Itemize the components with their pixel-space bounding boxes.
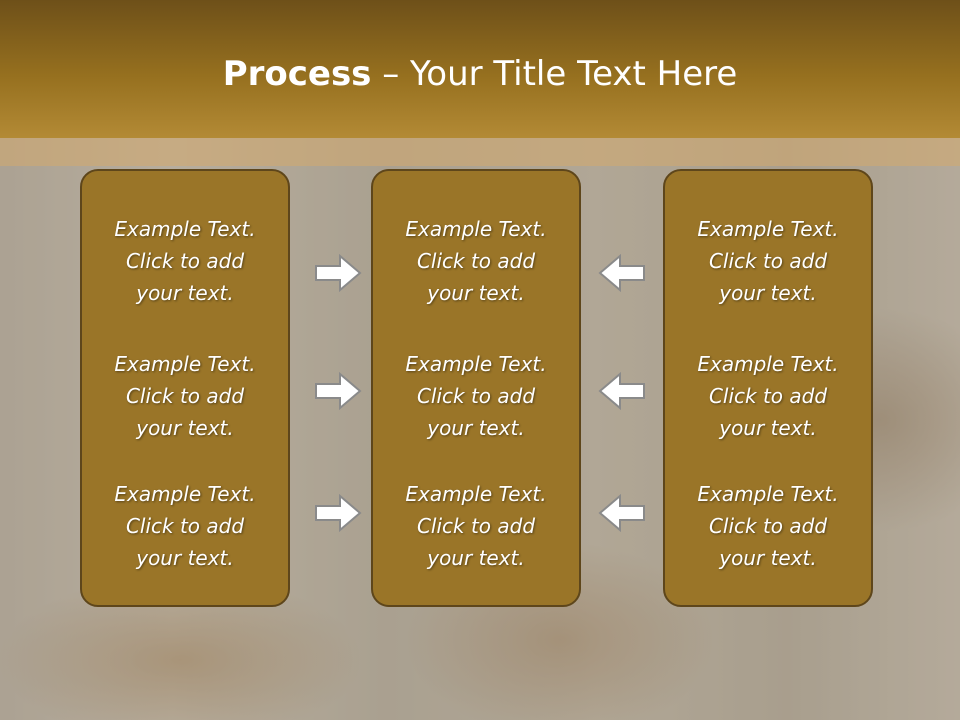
text-line: Click to add — [708, 384, 828, 408]
right-arrow-icon[interactable] — [314, 372, 362, 410]
text-line: your text. — [719, 281, 817, 305]
slide-title[interactable]: Process – Your Title Text Here — [0, 52, 960, 96]
text-line: your text. — [136, 281, 234, 305]
text-line: your text. — [719, 546, 817, 570]
left-arrow-icon[interactable] — [598, 372, 646, 410]
text-line: Example Text. — [114, 352, 256, 376]
title-rest: – Your Title Text Here — [371, 54, 738, 94]
text-block[interactable]: Example Text. Click to add your text. — [373, 348, 579, 444]
text-block[interactable]: Example Text. Click to add your text. — [373, 478, 579, 574]
text-line: Example Text. — [405, 217, 547, 241]
text-block[interactable]: Example Text. Click to add your text. — [665, 478, 871, 574]
left-arrow-icon[interactable] — [598, 254, 646, 292]
process-box-3[interactable]: Example Text. Click to add your text. Ex… — [663, 169, 873, 607]
text-block[interactable]: Example Text. Click to add your text. — [665, 348, 871, 444]
text-block[interactable]: Example Text. Click to add your text. — [82, 213, 288, 309]
text-line: your text. — [136, 546, 234, 570]
text-block[interactable]: Example Text. Click to add your text. — [82, 348, 288, 444]
text-line: Click to add — [416, 514, 536, 538]
left-arrow-icon[interactable] — [598, 494, 646, 532]
text-line: Example Text. — [405, 352, 547, 376]
text-line: Click to add — [125, 249, 245, 273]
text-block[interactable]: Example Text. Click to add your text. — [665, 213, 871, 309]
text-line: your text. — [136, 416, 234, 440]
text-line: Example Text. — [114, 482, 256, 506]
text-line: Click to add — [708, 514, 828, 538]
text-line: Example Text. — [697, 352, 839, 376]
text-line: Example Text. — [405, 482, 547, 506]
text-line: your text. — [719, 416, 817, 440]
right-arrow-icon[interactable] — [314, 494, 362, 532]
text-line: Click to add — [125, 384, 245, 408]
text-block[interactable]: Example Text. Click to add your text. — [373, 213, 579, 309]
process-box-1[interactable]: Example Text. Click to add your text. Ex… — [80, 169, 290, 607]
text-line: your text. — [427, 281, 525, 305]
text-line: Click to add — [708, 249, 828, 273]
text-line: Click to add — [125, 514, 245, 538]
text-line: Click to add — [416, 384, 536, 408]
title-bar-strip — [0, 138, 960, 166]
text-line: your text. — [427, 546, 525, 570]
text-line: your text. — [427, 416, 525, 440]
title-bold: Process — [222, 54, 372, 94]
process-box-2[interactable]: Example Text. Click to add your text. Ex… — [371, 169, 581, 607]
right-arrow-icon[interactable] — [314, 254, 362, 292]
text-line: Example Text. — [114, 217, 256, 241]
text-line: Example Text. — [697, 482, 839, 506]
text-line: Example Text. — [697, 217, 839, 241]
text-line: Click to add — [416, 249, 536, 273]
text-block[interactable]: Example Text. Click to add your text. — [82, 478, 288, 574]
title-bar — [0, 0, 960, 138]
